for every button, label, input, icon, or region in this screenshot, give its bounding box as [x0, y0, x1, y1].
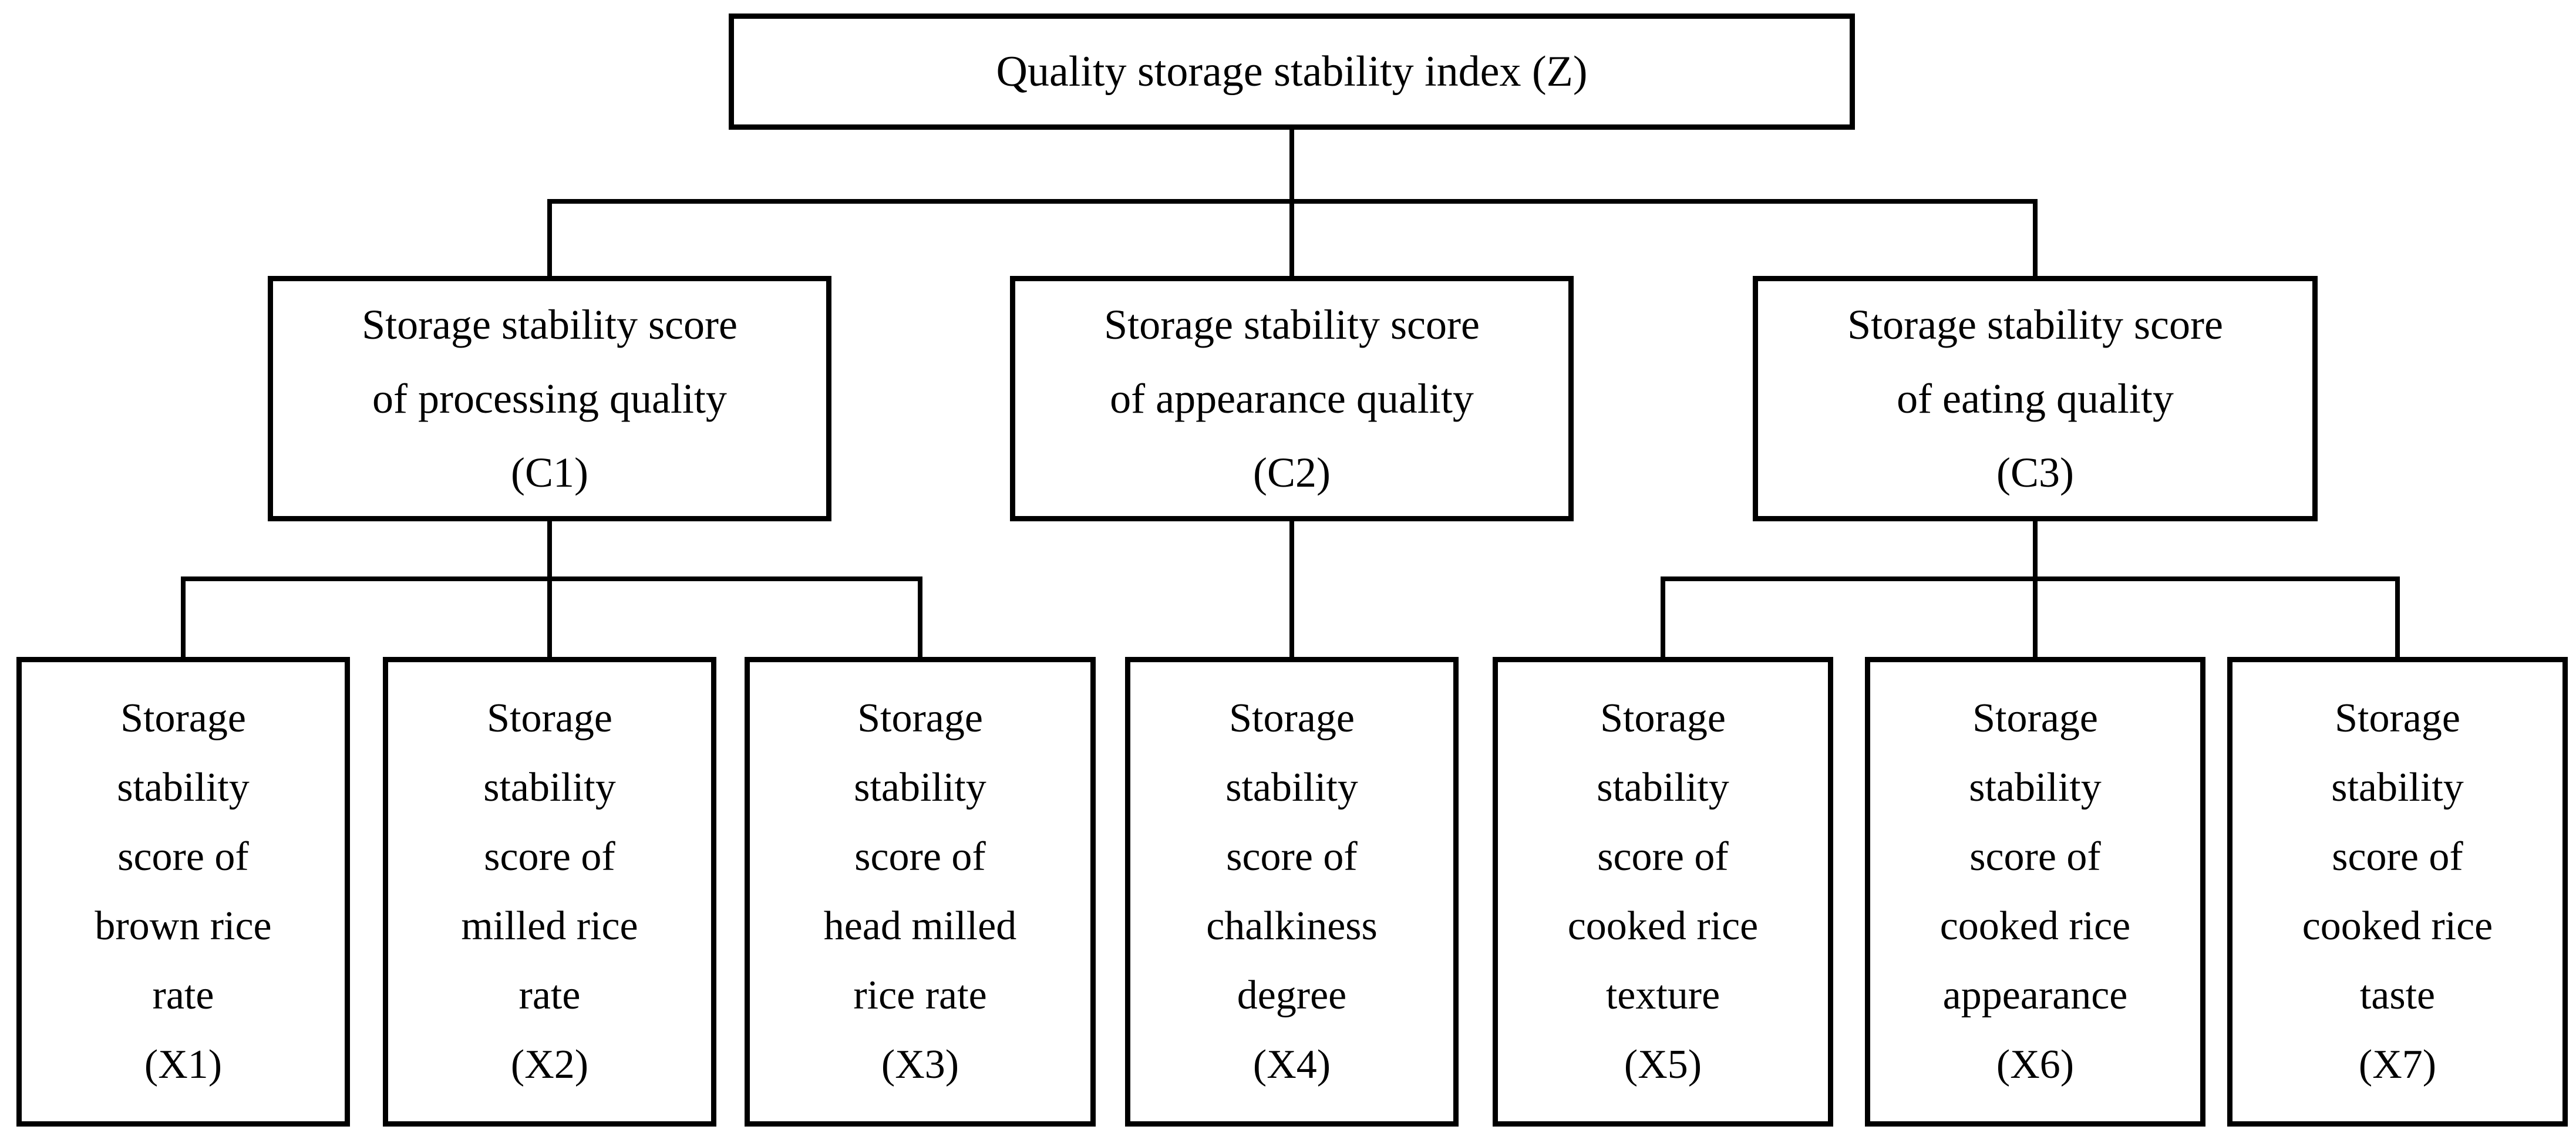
node-x7: Storage stability score of cooked rice t…	[2227, 657, 2568, 1127]
node-c2: Storage stability score of appearance qu…	[1010, 276, 1574, 521]
node-z-label: Quality storage stability index (Z)	[996, 47, 1588, 96]
node-x1: Storage stability score of brown rice ra…	[16, 657, 350, 1127]
node-x4: Storage stability score of chalkiness de…	[1125, 657, 1459, 1127]
connector-c3-x7	[2395, 576, 2400, 657]
node-x6-label: Storage stability score of cooked rice a…	[1939, 696, 2131, 1087]
connector-c3-x6	[2033, 576, 2038, 657]
connector-c3-stem	[2033, 521, 2038, 579]
node-z: Quality storage stability index (Z)	[729, 14, 1855, 130]
node-x3-label: Storage stability score of head milled r…	[823, 696, 1017, 1087]
connector-c2-x4	[1289, 521, 1294, 657]
node-x4-label: Storage stability score of chalkiness de…	[1206, 696, 1378, 1087]
node-c1: Storage stability score of processing qu…	[268, 276, 831, 521]
connector-c3-crossbar	[1661, 576, 2400, 581]
connector-c1-x3	[918, 576, 922, 657]
node-x5: Storage stability score of cooked rice t…	[1493, 657, 1833, 1127]
connector-z-c1	[547, 199, 552, 276]
connector-z-c3	[2033, 199, 2038, 276]
connector-c1-stem	[547, 521, 552, 579]
node-x7-label: Storage stability score of cooked rice t…	[2302, 696, 2493, 1087]
node-x2-label: Storage stability score of milled rice r…	[461, 696, 638, 1087]
connector-z-stem	[1289, 130, 1294, 201]
node-c3: Storage stability score of eating qualit…	[1753, 276, 2318, 521]
connector-c3-x5	[1661, 576, 1665, 657]
node-x3: Storage stability score of head milled r…	[745, 657, 1096, 1127]
node-x1-label: Storage stability score of brown rice ra…	[95, 696, 272, 1087]
node-x5-label: Storage stability score of cooked rice t…	[1567, 696, 1759, 1087]
node-x6: Storage stability score of cooked rice a…	[1865, 657, 2205, 1127]
node-c1-label: Storage stability score of processing qu…	[362, 301, 738, 496]
node-c2-label: Storage stability score of appearance qu…	[1104, 301, 1480, 496]
node-c3-label: Storage stability score of eating qualit…	[1847, 301, 2223, 496]
connector-z-c2	[1289, 199, 1294, 276]
connector-c1-x1	[181, 576, 186, 657]
node-x2: Storage stability score of milled rice r…	[383, 657, 716, 1127]
connector-c1-x2	[547, 576, 552, 657]
